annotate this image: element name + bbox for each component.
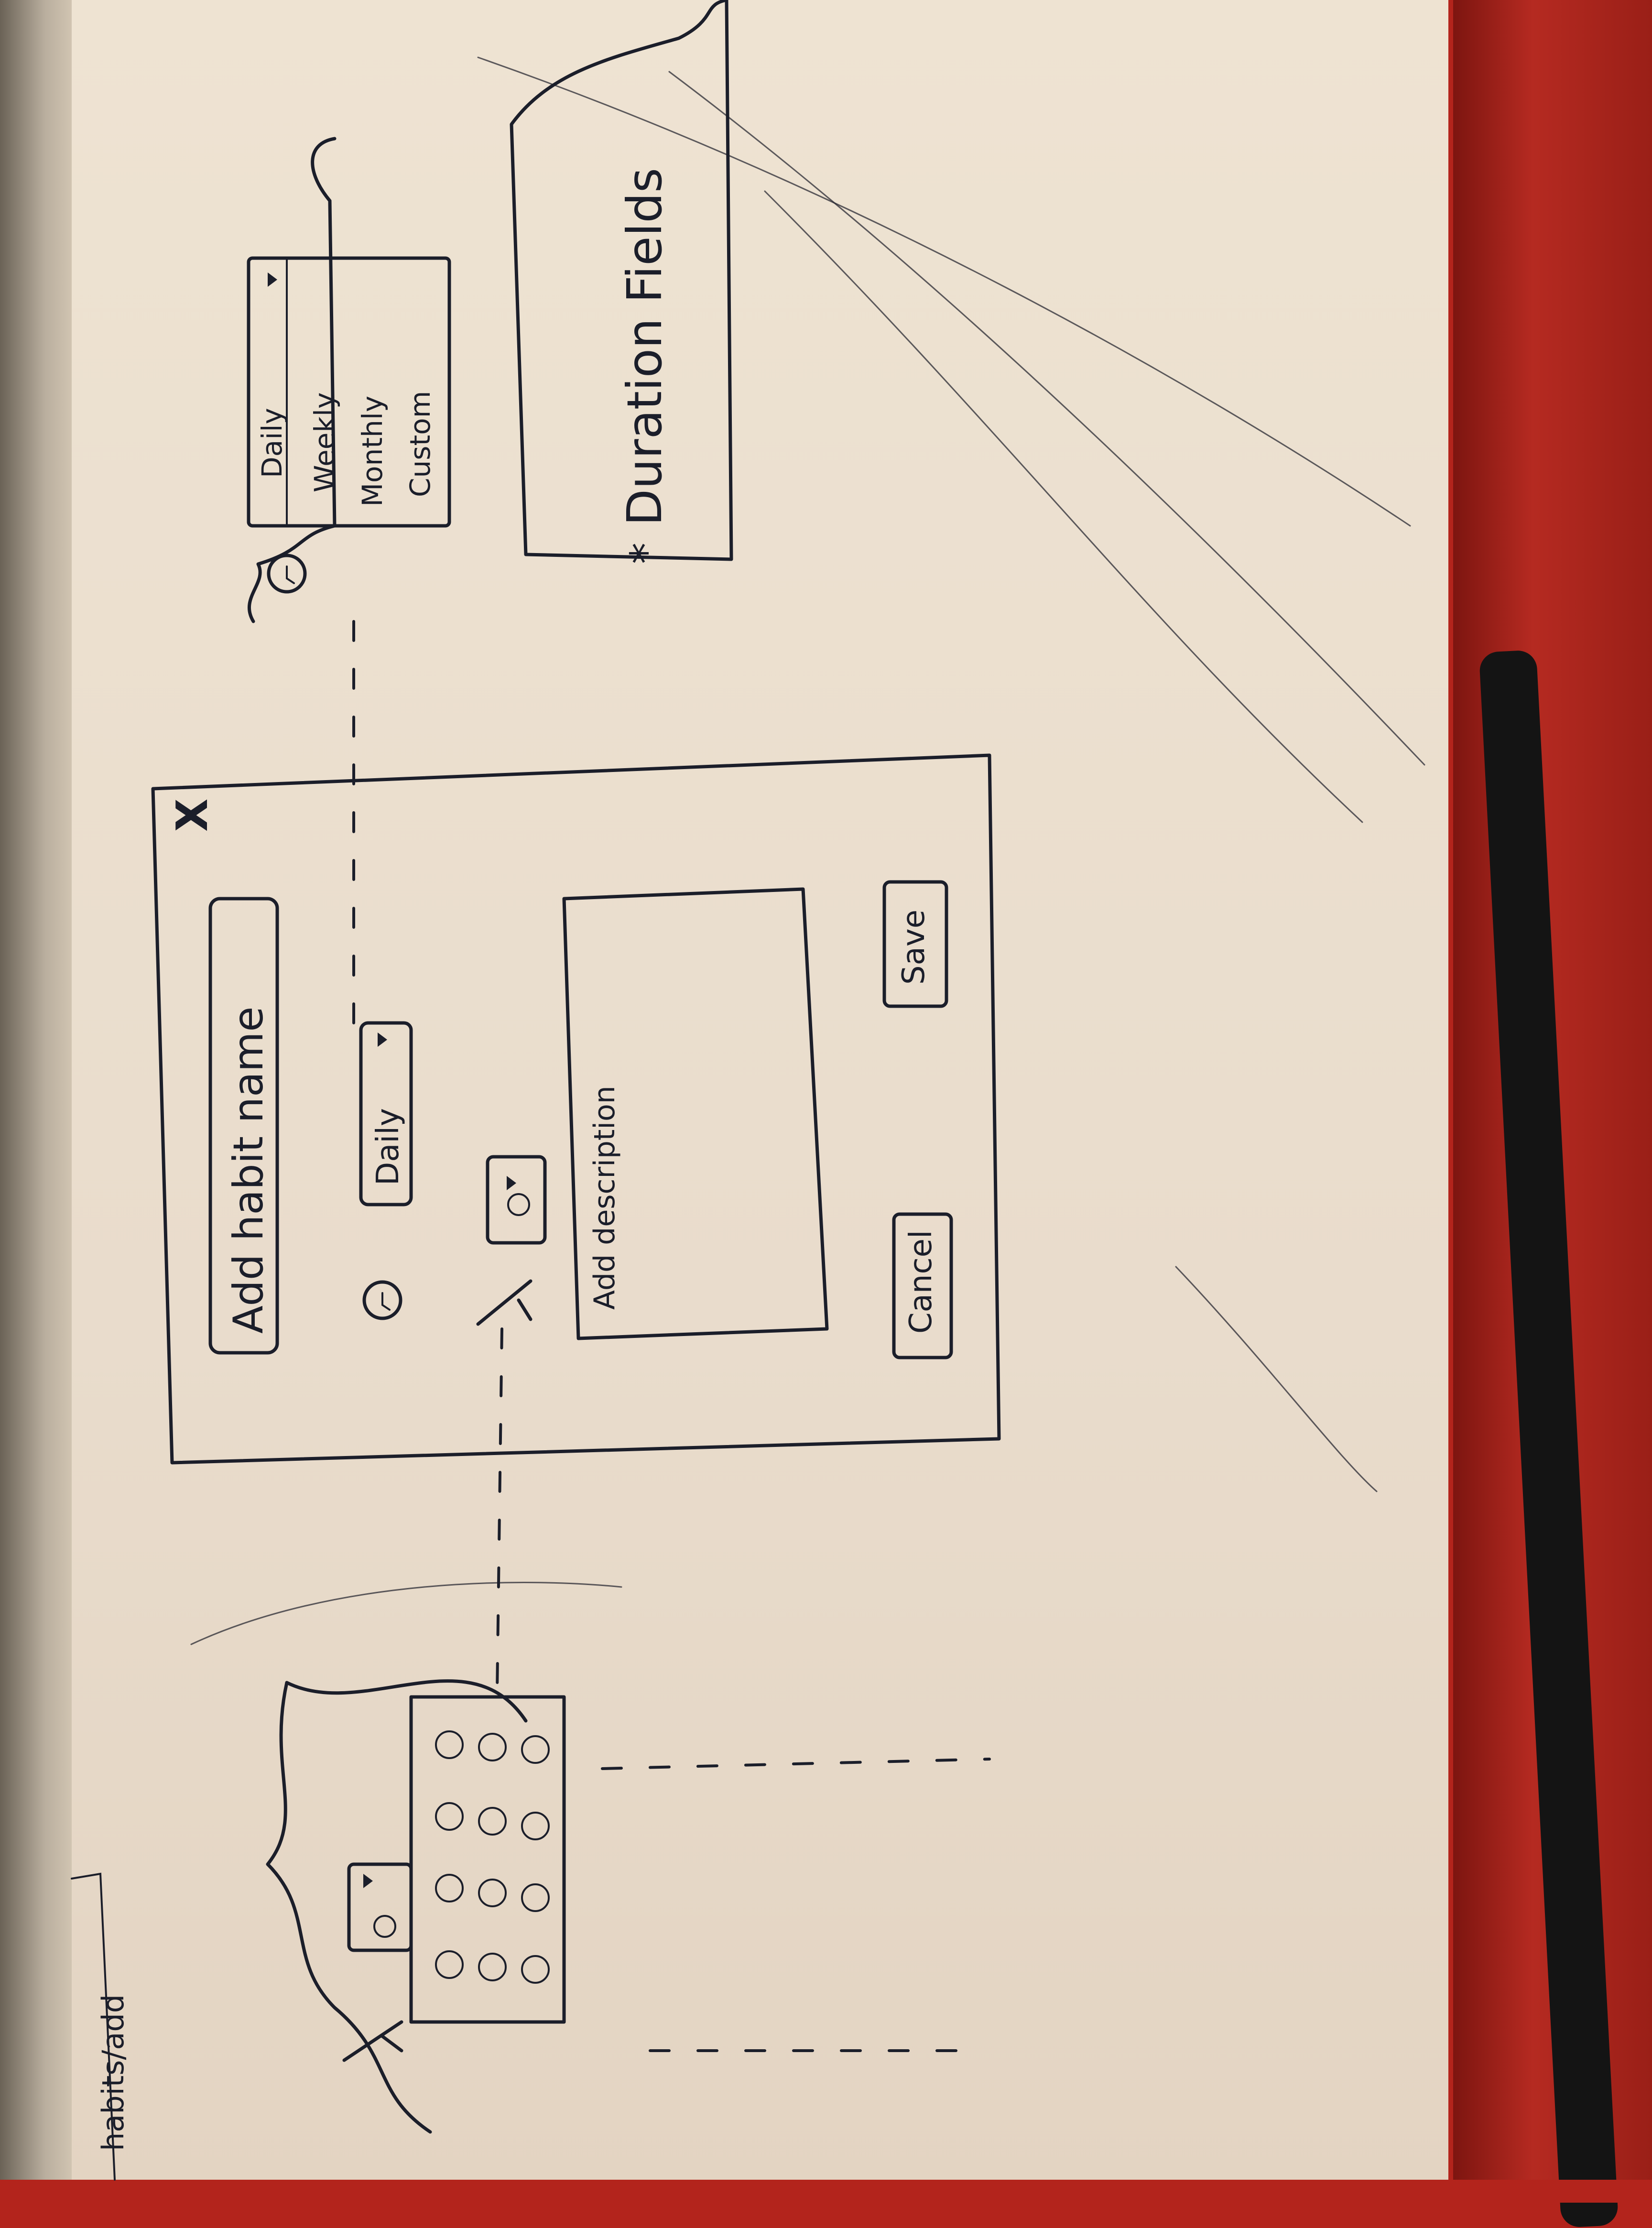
duration-note: Duration Fields xyxy=(617,167,673,526)
dropdown-clock-icon xyxy=(267,554,307,594)
clock-icon xyxy=(362,1280,402,1320)
page-label: habits/add xyxy=(96,1994,130,2151)
connector-icon-grid xyxy=(601,1758,991,1770)
dropdown-option-weekly[interactable]: Weekly xyxy=(308,392,341,492)
pen-icon xyxy=(476,1279,533,1326)
cancel-button xyxy=(892,1212,953,1359)
notebook-cover-edge xyxy=(0,2180,1652,2203)
grid-icon xyxy=(521,1735,550,1764)
grid-icon xyxy=(435,1874,464,1902)
grid-pen-icon xyxy=(342,2020,403,2062)
frequency-value[interactable]: Daily xyxy=(370,1108,406,1185)
grid-icon xyxy=(478,1733,507,1761)
dropdown-option-custom[interactable]: Custom xyxy=(404,391,436,497)
icon-select xyxy=(486,1155,547,1245)
habit-name-placeholder[interactable]: Add habit name xyxy=(225,1006,272,1334)
grid-icon xyxy=(521,1812,550,1840)
dropdown-bubble xyxy=(247,137,337,623)
icon-grid xyxy=(409,1695,566,2024)
dropdown-option-daily[interactable]: Daily xyxy=(256,408,288,478)
description-field xyxy=(562,887,829,1340)
grid-icon xyxy=(435,1730,464,1759)
notebook-binding xyxy=(0,0,81,2203)
dropdown-option-monthly[interactable]: Monthly xyxy=(356,395,389,507)
frequency-dropdown xyxy=(247,256,451,528)
grid-icon xyxy=(521,1955,550,1984)
grid-icon xyxy=(521,1883,550,1912)
dialog-frame xyxy=(151,753,1001,1465)
grid-icon xyxy=(435,1802,464,1831)
connector-icon xyxy=(496,1327,503,1694)
icon-grid-items xyxy=(435,1730,550,1984)
icon-grid-select xyxy=(347,1862,413,1952)
duration-bubble xyxy=(510,0,733,561)
sketch-paper xyxy=(72,0,1448,2203)
close-icon[interactable]: X xyxy=(167,798,217,832)
icon-picker-bubble xyxy=(266,1679,528,2134)
habit-name-field xyxy=(208,897,279,1355)
grid-icon xyxy=(435,1950,464,1979)
description-placeholder[interactable]: Add description xyxy=(588,1086,621,1310)
save-button-label[interactable]: Save xyxy=(896,909,932,985)
grid-icon xyxy=(478,1953,507,1981)
cancel-button-label[interactable]: Cancel xyxy=(903,1230,939,1334)
frequency-select xyxy=(359,1021,413,1206)
duration-mark: * xyxy=(621,543,672,564)
grid-icon xyxy=(478,1879,507,1907)
grid-icon xyxy=(478,1807,507,1836)
save-button xyxy=(882,880,948,1008)
